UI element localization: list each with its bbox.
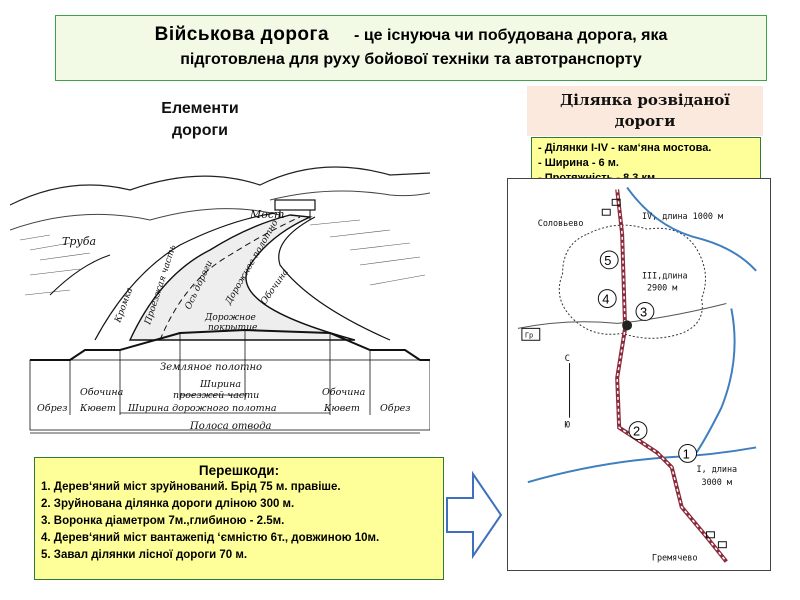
label-pipe: Труба [62, 235, 96, 248]
label-surface-line2: покрытие [208, 323, 257, 333]
title-line-2: підготовлена для руху бойової техніки та… [70, 48, 752, 72]
obstacle-item-5: 5. Завал ділянки лісної дороги 70 м. [41, 547, 437, 564]
right-arrow-icon [445, 470, 505, 560]
pipe-line [50, 255, 110, 295]
label-slope-left: Обрез [37, 403, 67, 414]
svg-text:5: 5 [604, 253, 611, 268]
label-ditch-left: Кювет [79, 403, 116, 414]
section-heading: Ділянка розвіданої дороги [527, 86, 763, 136]
obstacle-marker-5[interactable]: 5 [600, 251, 618, 269]
label-bridge: Мост [249, 208, 284, 221]
label-earth-bed: Земляное полотно [160, 362, 262, 373]
crossroad-dot [622, 320, 632, 330]
label-ditch-right: Кювет [323, 403, 360, 414]
svg-text:1: 1 [683, 446, 690, 461]
obstacle-item-3: 3. Воронка діаметром 7м.,глибиною - 2.5м… [41, 513, 437, 530]
compass-south: Ю [565, 421, 571, 431]
compass-icon: С Ю [565, 354, 571, 430]
village-bottom-label: Гремячево [652, 553, 698, 563]
svg-text:3: 3 [640, 304, 647, 319]
river-line [697, 309, 735, 453]
title-definition-start: - це існуюча чи побудована дорога, яка [354, 27, 667, 44]
fact-sections: - Ділянки I-IV - кам‘яна мостова. [538, 141, 754, 156]
label-shoulder-right: Обочина [322, 387, 366, 398]
village-top-label: Соловьево [538, 218, 584, 228]
label-slope-right: Обрез [380, 403, 410, 414]
label-road-verge: Обочина [258, 267, 291, 307]
section-heading-line-1: Ділянка розвіданої [527, 90, 763, 111]
marker-gr: Гр [525, 331, 533, 339]
obstacle-marker-2[interactable]: 2 [629, 422, 647, 440]
obstacle-marker-1[interactable]: 1 [679, 444, 697, 462]
obstacle-marker-3[interactable]: 3 [636, 303, 654, 321]
label-width-line1: Ширина [199, 379, 241, 390]
label-shoulder-left: Обочина [80, 387, 124, 398]
segment-1-label-line1: I, длина [697, 464, 738, 474]
obstacle-item-1: 1. Дерев‘яний міст зруйнований. Брід 75 … [41, 479, 437, 496]
label-right-of-way: Полоса отвода [189, 421, 272, 432]
elements-heading-line-1: Елементи [140, 98, 260, 120]
route-map: С Ю Гр 16 Соловьево IV, длина 1000 м III… [507, 178, 771, 571]
label-width-line2: проезжей части [173, 390, 259, 401]
road-elements-drawing: Мост Труба Кромка Проезжая часть Ось дор… [10, 145, 430, 450]
label-surface-line1: Дорожное [204, 313, 256, 323]
obstacles-heading: Перешкоди: [41, 462, 437, 479]
title-box: Військова дорога - це існуюча чи побудов… [55, 15, 767, 81]
segment-3-label-line1: III,длина [642, 271, 688, 281]
segment-3-label-line2: 2900 м [647, 283, 677, 293]
fact-width: - Ширина - 6 м. [538, 156, 754, 171]
segment-1-label-line2: 3000 м [702, 477, 732, 487]
obstacles-box: Перешкоди: 1. Дерев‘яний міст зруйновани… [34, 457, 444, 580]
obstacle-marker-4[interactable]: 4 [598, 290, 616, 308]
obstacle-item-4: 4. Дерев‘яний міст вантажепід ‘ємністю 6… [41, 530, 437, 547]
hill-line [270, 191, 430, 200]
elements-heading-line-2: дороги [140, 120, 260, 142]
svg-text:4: 4 [602, 292, 609, 307]
title-line-1: Військова дорога - це існуюча чи побудов… [70, 22, 752, 48]
elements-heading: Елементи дороги [140, 98, 260, 142]
label-roadbed-width: Ширина дорожного полотна [127, 403, 277, 414]
hill-line [10, 167, 430, 205]
compass-north: С [565, 354, 570, 364]
hill-line [10, 209, 280, 230]
obstacle-item-2: 2. Зруйнована ділянка дороги дліною 300 … [41, 496, 437, 513]
segment-4-label: IV, длина 1000 м [642, 211, 723, 221]
title-term: Військова дорога [155, 24, 329, 45]
section-heading-line-2: дороги [527, 111, 763, 132]
svg-text:2: 2 [633, 424, 640, 439]
